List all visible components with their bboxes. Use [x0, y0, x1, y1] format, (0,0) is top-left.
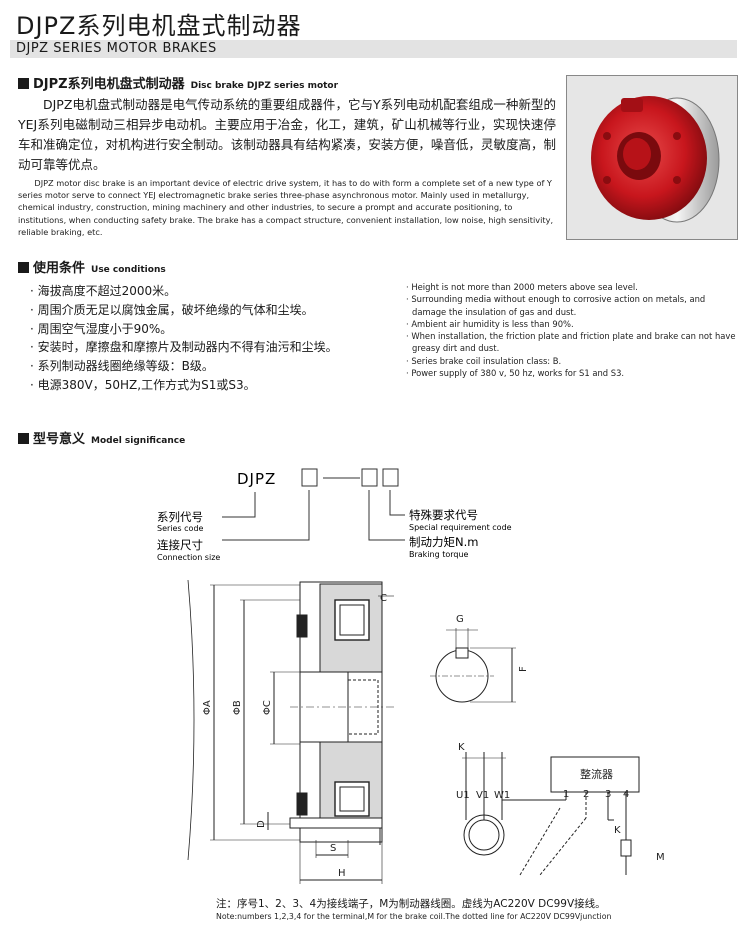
- label-conn: 连接尺寸: [157, 538, 203, 552]
- list-item: · Height is not more than 2000 meters ab…: [406, 282, 638, 292]
- note-en: Note:numbers 1,2,3,4 for the terminal,M …: [216, 912, 612, 921]
- wiring-w1: W1: [494, 790, 510, 801]
- list-item: · 系列制动器线圈绝缘等级：B级。: [30, 359, 214, 374]
- list-item: · 周围介质无足以腐蚀金属，破坏绝缘的气体和尘埃。: [30, 302, 314, 317]
- label-special-en: Special requirement code: [409, 523, 512, 532]
- heading-square-icon: [18, 433, 29, 444]
- model-heading-zh: 型号意义: [33, 432, 86, 447]
- model-box-torque: [361, 468, 378, 487]
- heading-square-icon: [18, 262, 29, 273]
- intro-heading: DJPZ系列电机盘式制动器 Disc brake DJPZ series moto…: [18, 73, 338, 92]
- model-heading-en: Model significance: [91, 436, 186, 446]
- brake-illustration: [567, 76, 737, 239]
- use-heading: 使用条件 Use conditions: [18, 257, 166, 276]
- page-subtitle: DJPZ SERIES MOTOR BRAKES: [16, 41, 217, 56]
- wiring-diagram: [462, 752, 640, 876]
- wiring-labels: K U1 V1 W1 整流器 1 2 3 4 K M: [456, 742, 665, 863]
- use-heading-en: Use conditions: [91, 265, 166, 275]
- list-item: · Power supply of 380 v, 50 hz, works fo…: [406, 368, 625, 379]
- model-prefix: DJPZ: [237, 470, 276, 488]
- label-special: 特殊要求代号: [409, 508, 478, 522]
- list-item: · 周围空气湿度小于90%。: [30, 321, 173, 336]
- wiring-u1: U1: [456, 790, 470, 801]
- terminal-4: 4: [623, 789, 629, 800]
- wiring-k-right: K: [614, 825, 621, 836]
- dimension-labels: ΦA ΦB ΦC C D S H G F: [202, 593, 529, 879]
- wiring-m: M: [656, 852, 665, 863]
- model-box-size: [301, 468, 318, 487]
- dim-b: ΦB: [232, 700, 243, 715]
- dim-d: D: [256, 820, 267, 828]
- list-item: · Series brake coil insulation class: B.: [406, 355, 562, 366]
- list-item: · Ambient air humidity is less than 90%.: [406, 318, 574, 329]
- wiring-k-top: K: [458, 742, 465, 753]
- wiring-v1: V1: [476, 790, 489, 801]
- keyway-drawing: [430, 628, 516, 703]
- product-photo: [566, 75, 738, 240]
- intro-body-zh: DJPZ电机盘式制动器是电气传动系统的重要组成器件，它与Y系列电动机配套组成一种…: [18, 97, 556, 172]
- list-item: · 电源380V，50HZ,工作方式为S1或S3。: [30, 377, 256, 392]
- intro-body-en: DJPZ motor disc brake is an important de…: [18, 178, 554, 237]
- label-conn-en: Connection size: [157, 553, 220, 562]
- brake-section-drawing: [187, 579, 395, 884]
- heading-square-icon: [18, 78, 29, 89]
- use-list-en: · Height is not more than 2000 meters ab…: [406, 281, 740, 379]
- label-torque-en: Braking torque: [409, 550, 469, 559]
- model-box-special: [382, 468, 399, 487]
- use-list-zh: · 海拔高度不超过2000米。 · 周围介质无足以腐蚀金属，破坏绝缘的气体和尘埃…: [30, 282, 338, 395]
- subtitle-bar: [10, 40, 737, 58]
- label-series: 系列代号: [157, 510, 203, 524]
- terminal-1: 1: [563, 789, 569, 800]
- list-item: · 安装时，摩擦盘和摩擦片及制动器内不得有油污和尘埃。: [30, 340, 338, 355]
- note-zh: 注：序号1、2、3、4为接线端子，M为制动器线圈。虚线为AC220V DC99V…: [216, 898, 606, 910]
- label-torque: 制动力矩N.m: [409, 535, 478, 549]
- dim-c-top: C: [380, 593, 387, 604]
- page-title: DJPZ系列电机盘式制动器: [16, 12, 302, 40]
- model-heading: 型号意义 Model significance: [18, 428, 185, 447]
- list-item: · When installation, the friction plate …: [406, 331, 736, 354]
- list-item: · Surrounding media without enough to co…: [406, 294, 706, 317]
- intro-heading-en: Disc brake DJPZ series motor: [190, 81, 339, 91]
- label-series-en: Series code: [157, 524, 204, 533]
- dim-c: ΦC: [262, 700, 273, 715]
- intro-heading-zh: DJPZ系列电机盘式制动器: [33, 77, 185, 92]
- terminal-3: 3: [605, 789, 611, 800]
- dim-f: F: [518, 666, 529, 672]
- dim-a: ΦA: [202, 700, 213, 715]
- use-heading-zh: 使用条件: [33, 261, 86, 276]
- terminal-2: 2: [583, 789, 589, 800]
- list-item: · 海拔高度不超过2000米。: [30, 284, 177, 298]
- dim-h: H: [338, 868, 346, 879]
- dim-s: S: [330, 843, 336, 854]
- dim-g: G: [456, 614, 464, 625]
- wiring-rectifier: 整流器: [580, 767, 613, 781]
